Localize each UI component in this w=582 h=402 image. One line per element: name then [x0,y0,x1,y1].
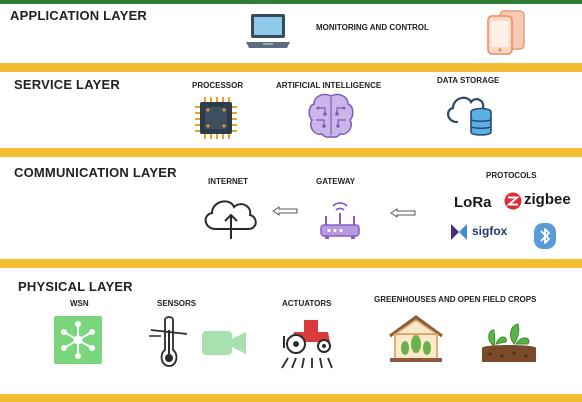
wsn-label: WSN [70,299,89,308]
separator-1 [0,63,582,72]
sigfox-logo: sigfox [449,222,519,242]
zigbee-logo: zigbee [504,191,578,211]
brain-circuit-icon [308,93,354,138]
tractor-icon [281,320,333,369]
sigfox-text: sigfox [472,224,508,238]
ai-label: ARTIFICIAL INTELLIGENCE [276,81,382,90]
seedlings-icon [482,323,536,362]
cloud-upload-icon [204,200,257,239]
video-camera-icon [202,331,246,355]
service-layer-title: SERVICE LAYER [14,77,120,92]
application-layer-title: APPLICATION LAYER [10,8,148,23]
sigfox-icon [451,224,467,240]
router-icon [320,202,360,239]
arrow-left-icon [272,206,298,216]
greenhouses-label: GREENHOUSES AND OPEN FIELD CROPS [374,295,537,304]
thermometer-icon [149,316,188,367]
sensors-label: SENSORS [157,299,197,308]
network-node-icon [54,316,102,364]
actuators-label: ACTUATORS [282,299,332,308]
zigbee-text: zigbee [524,191,571,208]
greenhouse-icon [389,315,443,362]
communication-layer-title: COMMUNICATION LAYER [14,165,177,180]
processor-chip-icon [195,97,237,139]
laptop-icon [246,14,290,48]
protocols-label: PROTOCOLS [486,171,537,180]
gateway-label: GATEWAY [316,177,356,186]
smartphone-icon [487,10,525,55]
monitoring-control-label: MONITORING AND CONTROL [316,23,429,32]
top-border [0,0,582,4]
processor-label: PROCESSOR [192,81,244,90]
arrow-left-icon [390,208,416,218]
data-storage-label: DATA STORAGE [437,76,500,85]
separator-2 [0,148,582,157]
separator-3 [0,259,582,268]
physical-layer-title: PHYSICAL LAYER [18,279,133,294]
internet-label: INTERNET [208,177,248,186]
separator-4 [0,394,582,402]
lora-logo: LoRa [454,194,492,211]
bluetooth-icon [534,223,556,249]
cloud-database-icon [447,96,492,136]
zigbee-icon [504,192,522,210]
